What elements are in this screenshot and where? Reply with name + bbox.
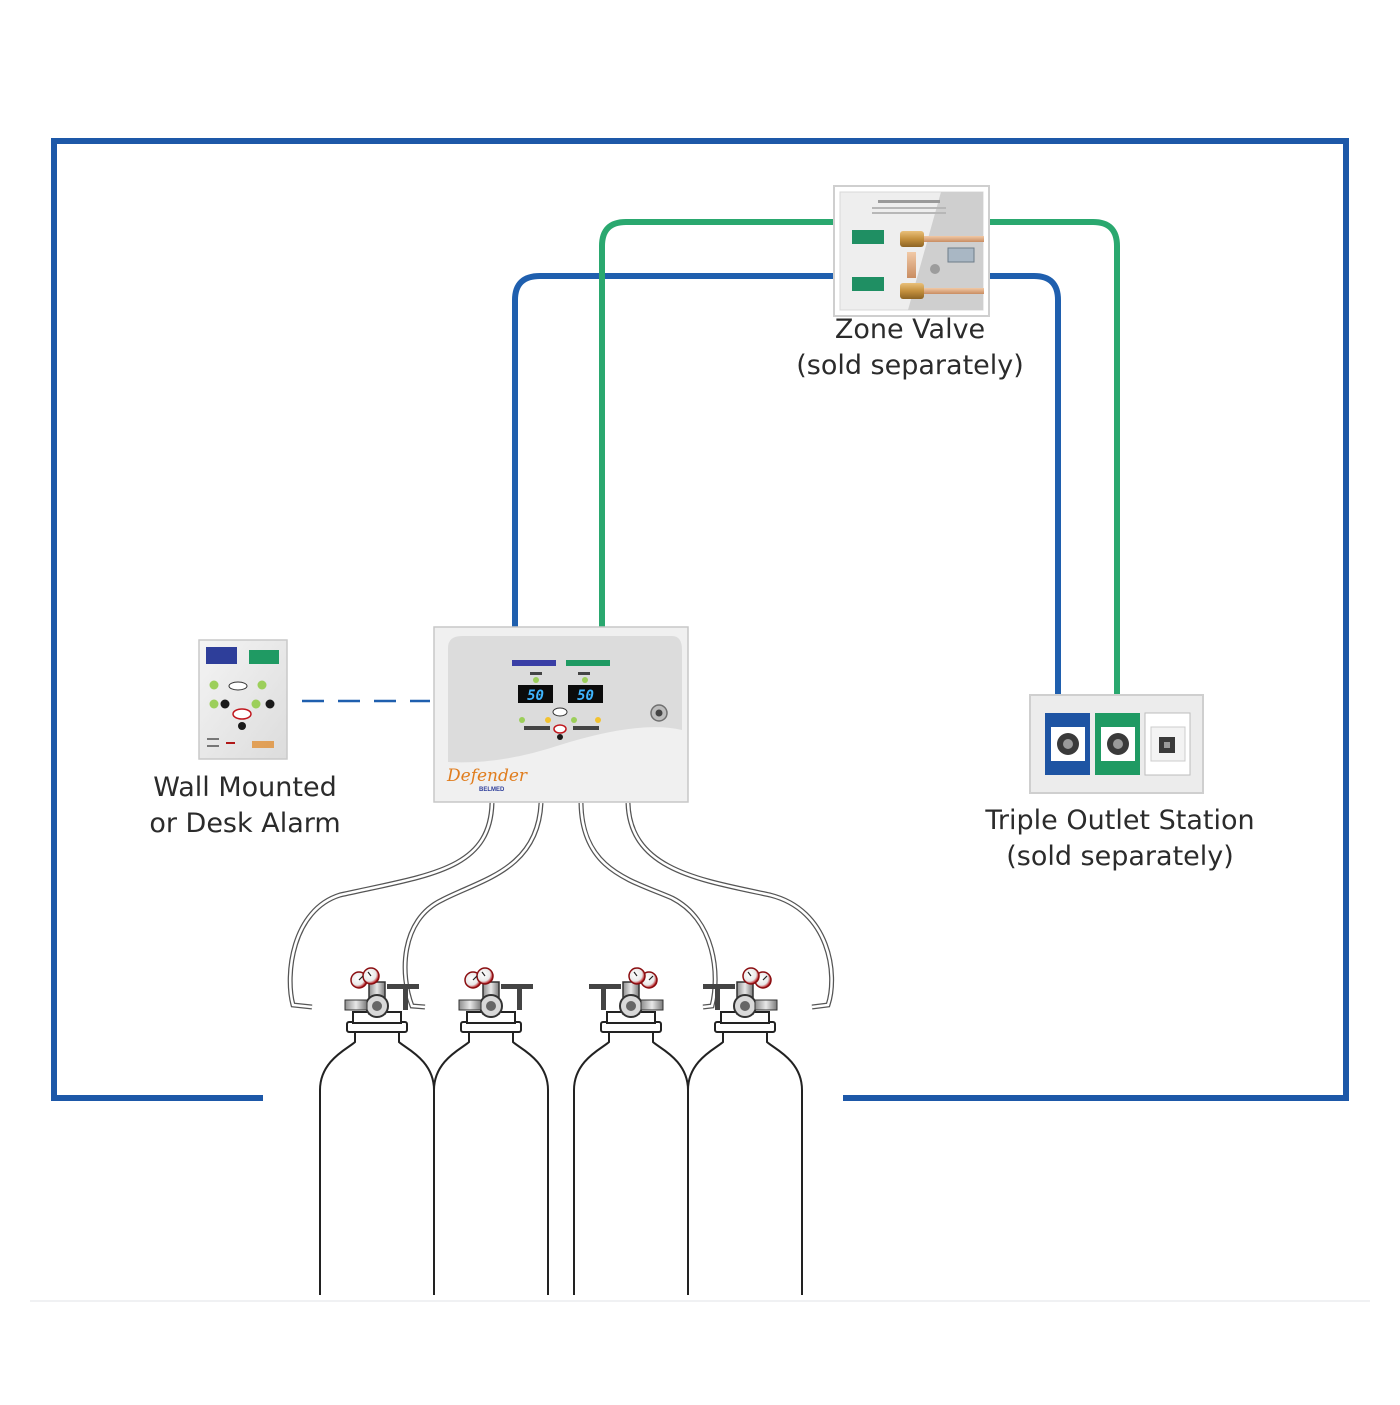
wall-alarm-note: or Desk Alarm <box>149 808 341 839</box>
outlet-white <box>1144 712 1191 776</box>
outlet-station-note: (sold separately) <box>1006 841 1234 872</box>
right-pressure-reading: 50 <box>577 688 594 704</box>
wall-alarm-title: Wall Mounted <box>153 772 337 803</box>
triple-outlet-station <box>1029 694 1204 794</box>
right-pressure-display: 50 <box>568 685 603 704</box>
outlet-station-caption: Triple Outlet Station (sold separately) <box>985 805 1255 872</box>
pressure-regulator-icon <box>703 967 778 1018</box>
zone-valve-caption: Zone Valve (sold separately) <box>796 314 1024 381</box>
outlet-blue <box>1045 713 1090 775</box>
zone-valve-title: Zone Valve <box>834 314 986 345</box>
wall-desk-alarm <box>198 639 288 760</box>
panel-brand-name: Defender <box>446 766 528 786</box>
gas-cylinder-icon <box>573 967 689 1295</box>
pressure-regulator-icon <box>589 967 664 1018</box>
gas-cylinder-icon <box>687 967 803 1295</box>
panel-brand-sub: BELMED <box>479 787 505 793</box>
gas-cylinder-icon <box>433 967 549 1295</box>
left-pressure-reading: 50 <box>527 688 544 704</box>
pressure-regulator-icon <box>344 967 419 1018</box>
panel-brand-logo: Defender BELMED <box>446 766 528 793</box>
bottom-band <box>30 1300 1370 1302</box>
supply-hoses <box>287 802 835 1010</box>
wall-alarm-caption: Wall Mounted or Desk Alarm <box>149 772 341 839</box>
outlet-station-title: Triple Outlet Station <box>985 805 1255 836</box>
manifold-control-panel: 50 50 Defender BELMED <box>433 626 689 803</box>
panel-lock-icon <box>650 704 668 722</box>
outlet-green <box>1095 713 1140 775</box>
left-pressure-display: 50 <box>518 685 553 704</box>
pressure-regulator-icon <box>458 967 533 1018</box>
zone-valve-note: (sold separately) <box>796 350 1024 381</box>
gas-cylinder-icon <box>319 967 435 1295</box>
building-frame <box>51 138 1349 1101</box>
zone-valve-box <box>833 185 990 317</box>
gas-cylinders <box>319 967 803 1295</box>
blue-gas-pipeline <box>512 273 1061 695</box>
